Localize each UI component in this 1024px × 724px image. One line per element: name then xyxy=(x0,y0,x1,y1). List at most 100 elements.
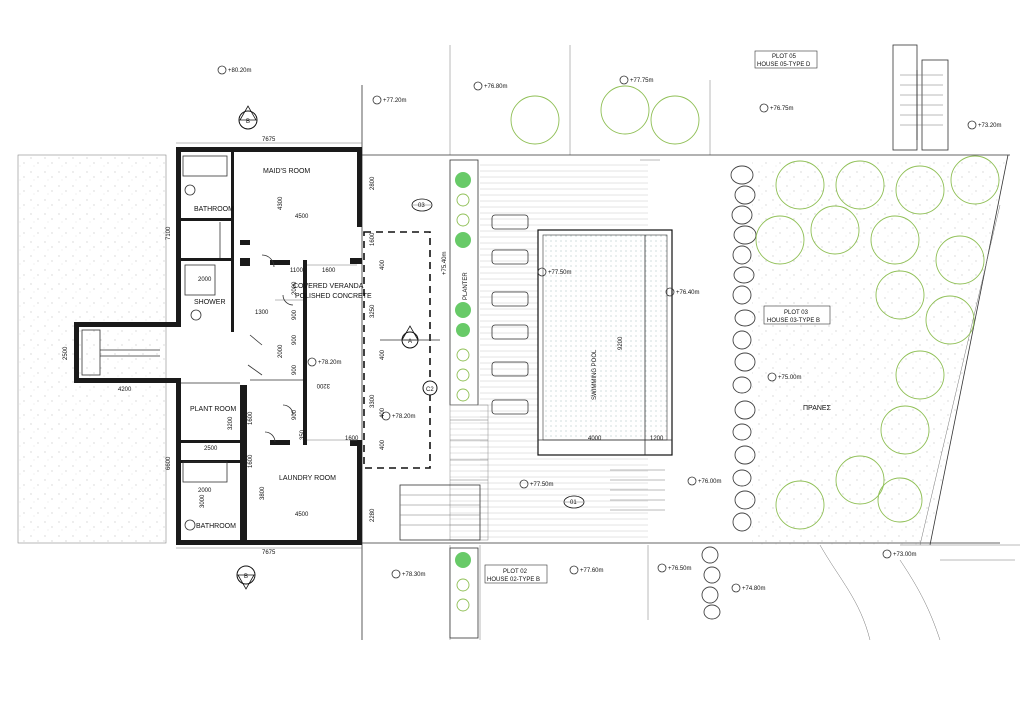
svg-text:+74.80m: +74.80m xyxy=(742,586,766,592)
svg-text:350: 350 xyxy=(300,429,306,440)
plot-05-label: PLOT 05 HOUSE 05-TYPE D xyxy=(754,50,818,69)
svg-text:+73.00m: +73.00m xyxy=(893,552,917,558)
svg-text:2800: 2800 xyxy=(370,176,376,190)
svg-text:+78.30m: +78.30m xyxy=(402,572,426,578)
svg-text:7675: 7675 xyxy=(262,137,276,143)
label-slope: ΠΡΑΝΕΣ xyxy=(803,405,832,412)
svg-text:01: 01 xyxy=(570,500,577,506)
svg-text:4500: 4500 xyxy=(295,214,309,220)
svg-text:+77.20m: +77.20m xyxy=(383,98,407,104)
level-marker: +73.00m xyxy=(882,549,917,559)
swimming-pool xyxy=(537,229,673,456)
svg-text:1100: 1100 xyxy=(290,268,304,274)
level-marker: +76.00m xyxy=(687,476,722,486)
svg-text:A: A xyxy=(408,339,412,345)
svg-text:2000: 2000 xyxy=(198,488,212,494)
svg-text:B: B xyxy=(246,119,250,125)
svg-text:3250: 3250 xyxy=(370,304,376,318)
svg-text:3200: 3200 xyxy=(316,382,330,388)
svg-text:900: 900 xyxy=(292,364,298,375)
level-marker: +78.30m xyxy=(391,569,426,579)
svg-text:+77.50m: +77.50m xyxy=(548,270,572,276)
section-marker-b-bottom: B xyxy=(236,565,256,590)
svg-text:+80.20m: +80.20m xyxy=(228,68,252,74)
svg-text:2000: 2000 xyxy=(292,281,298,295)
svg-text:PLOT 05: PLOT 05 xyxy=(772,54,797,60)
svg-text:4500: 4500 xyxy=(295,512,309,518)
plot-labels: PLOT 05 HOUSE 05-TYPE D PLOT 03 HOUSE 03… xyxy=(484,50,831,584)
svg-text:900: 900 xyxy=(292,309,298,320)
label-shower: SHOWER xyxy=(194,299,226,306)
svg-text:4000: 4000 xyxy=(588,436,602,442)
svg-text:4200: 4200 xyxy=(118,387,132,393)
svg-text:6600: 6600 xyxy=(166,456,172,470)
svg-text:900: 900 xyxy=(292,334,298,345)
svg-text:2500: 2500 xyxy=(63,346,69,360)
section-marker-01: 01 xyxy=(563,495,585,509)
level-marker: +77.50m xyxy=(519,479,554,489)
deck-steps xyxy=(449,404,489,541)
svg-text:+76.50m: +76.50m xyxy=(668,566,692,572)
svg-text:HOUSE 02-TYPE B: HOUSE 02-TYPE B xyxy=(487,577,540,583)
svg-text:3200: 3200 xyxy=(228,416,234,430)
svg-text:1600: 1600 xyxy=(345,436,359,442)
level-marker: +78.20m xyxy=(381,411,416,421)
svg-text:3000: 3000 xyxy=(200,494,206,508)
rock-boulders xyxy=(701,165,757,620)
level-marker: +76.75m xyxy=(759,103,794,113)
svg-text:900: 900 xyxy=(292,409,298,420)
svg-text:2000: 2000 xyxy=(198,277,212,283)
veranda-outline xyxy=(363,231,431,469)
level-marker: +78.20m xyxy=(307,357,342,367)
svg-text:400: 400 xyxy=(380,439,386,450)
svg-text:4300: 4300 xyxy=(278,196,284,210)
level-marker: +75.40m xyxy=(442,251,448,275)
svg-text:+78.20m: +78.20m xyxy=(392,414,416,420)
svg-text:+73.20m: +73.20m xyxy=(978,123,1002,129)
level-marker: +75.00m xyxy=(767,372,802,382)
level-marker: +76.40m xyxy=(665,287,700,297)
svg-text:B: B xyxy=(244,574,248,580)
section-marker-b-top: B xyxy=(238,105,258,130)
svg-text:HOUSE 03-TYPE B: HOUSE 03-TYPE B xyxy=(767,318,820,324)
svg-text:9200: 9200 xyxy=(618,336,624,350)
section-marker-a: A xyxy=(380,325,440,349)
svg-text:+75.40m: +75.40m xyxy=(442,251,448,275)
section-marker-c2: C2 xyxy=(422,380,438,396)
level-marker: +77.60m xyxy=(569,565,604,575)
svg-text:+78.20m: +78.20m xyxy=(318,360,342,366)
level-markers: +80.20m +77.20m +76.80m +77.75m +76.75m … xyxy=(217,65,1002,593)
sun-loungers xyxy=(491,214,529,415)
external-stair-top-right xyxy=(892,44,949,151)
svg-text:1600: 1600 xyxy=(370,232,376,246)
label-plant-room: PLANT ROOM xyxy=(190,406,236,413)
level-marker: +74.80m xyxy=(731,583,766,593)
svg-text:1200: 1200 xyxy=(650,436,664,442)
level-marker: +76.50m xyxy=(657,563,692,573)
plot-03-label: PLOT 03 HOUSE 03-TYPE B xyxy=(763,305,831,325)
label-bathroom-top: BATHROOM xyxy=(194,206,234,213)
room-labels: MAID'S ROOM BATHROOM SHOWER COVERED VERA… xyxy=(190,168,832,530)
svg-text:7100: 7100 xyxy=(166,226,172,240)
svg-text:2500: 2500 xyxy=(204,446,218,452)
step-lines xyxy=(399,419,665,541)
svg-text:+76.00m: +76.00m xyxy=(698,479,722,485)
level-marker: +76.80m xyxy=(473,81,508,91)
svg-text:7675: 7675 xyxy=(262,550,276,556)
svg-text:+76.40m: +76.40m xyxy=(676,290,700,296)
svg-text:2000: 2000 xyxy=(278,344,284,358)
slope-area xyxy=(752,160,1005,545)
section-markers: B B A C2 03 01 xyxy=(236,105,585,590)
level-marker: +77.75m xyxy=(619,75,654,85)
level-marker: +77.50m xyxy=(537,267,572,277)
level-marker: +73.20m xyxy=(967,120,1002,130)
svg-text:400: 400 xyxy=(380,407,386,418)
svg-text:1300: 1300 xyxy=(255,310,269,316)
svg-text:HOUSE 05-TYPE D: HOUSE 05-TYPE D xyxy=(757,62,811,68)
label-planter: PLANTER xyxy=(463,272,469,300)
label-bathroom-bottom: BATHROOM xyxy=(196,523,236,530)
level-marker: +80.20m xyxy=(217,65,252,75)
label-covered-veranda: COVERED VERANDA xyxy=(293,283,364,290)
svg-text:+77.60m: +77.60m xyxy=(580,568,604,574)
svg-text:PLOT 02: PLOT 02 xyxy=(503,569,528,575)
